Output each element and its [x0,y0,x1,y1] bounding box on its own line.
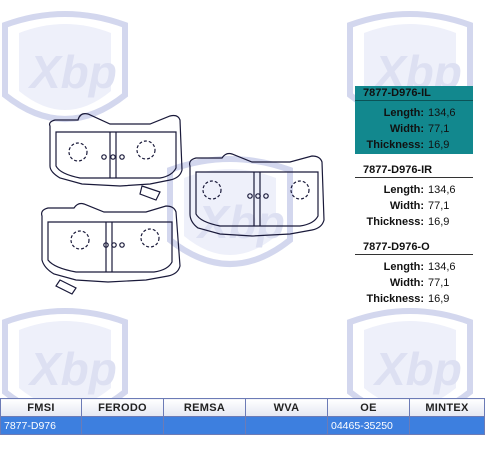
width-value: 77,1 [428,200,450,212]
length-value: 134,6 [428,107,456,119]
table-header-row: FMSI FERODO REMSA WVA OE MINTEX [0,398,485,417]
length-label: Length: [383,107,424,119]
thickness-label: Thickness: [366,139,424,151]
cell-mintex [409,416,485,435]
thickness-label: Thickness: [366,293,424,305]
thickness-label: Thickness: [366,216,424,228]
watermark-text-5: Xbp [375,343,462,395]
brake-pad-3-drawing [41,202,181,295]
width-label: Width: [389,277,424,289]
spec-code: 7877-D976-IR [355,163,473,178]
spec-code: 7877-D976-IL [355,86,473,101]
spec-block-7877-d976-ir[interactable]: 7877-D976-IR Length: 134,6 Width: 77,1 Thi… [355,163,473,231]
thickness-value: 16,9 [428,139,450,151]
cell-wva [245,416,328,435]
brake-pad-drawings [41,113,325,295]
thickness-value: 16,9 [428,216,450,228]
width-value: 77,1 [428,277,450,289]
header-ferodo[interactable]: FERODO [81,398,164,417]
cell-remsa [163,416,246,435]
length-value: 134,6 [428,184,456,196]
width-label: Width: [389,200,424,212]
cross-reference-table: FMSI FERODO REMSA WVA OE MINTEX 7877-D97… [0,398,485,435]
width-value: 77,1 [428,123,450,135]
header-fmsi[interactable]: FMSI [0,398,82,417]
brake-pad-2-drawing [189,152,325,237]
header-remsa[interactable]: REMSA [163,398,246,417]
length-label: Length: [383,261,424,273]
spec-block-7877-d976-il[interactable]: 7877-D976-IL Length: 134,6 Width: 77,1 Thi… [355,86,473,154]
spec-code: 7877-D976-O [355,240,473,255]
cell-oe: 04465-35250 [327,416,410,435]
thickness-value: 16,9 [428,293,450,305]
header-wva[interactable]: WVA [245,398,328,417]
watermark-text-4: Xbp [30,343,117,395]
table-row[interactable]: 7877-D976 04465-35250 [0,416,485,435]
cell-fmsi: 7877-D976 [0,416,82,435]
header-oe[interactable]: OE [327,398,410,417]
header-mintex[interactable]: MINTEX [409,398,485,417]
spec-block-7877-d976-o[interactable]: 7877-D976-O Length: 134,6 Width: 77,1 Thic… [355,240,473,308]
brake-pad-1-drawing [48,113,183,201]
width-label: Width: [389,123,424,135]
watermark-text-3: Xbp [198,196,285,248]
cell-ferodo [81,416,164,435]
length-label: Length: [383,184,424,196]
length-value: 134,6 [428,261,456,273]
watermark-text-1: Xbp [30,46,117,98]
